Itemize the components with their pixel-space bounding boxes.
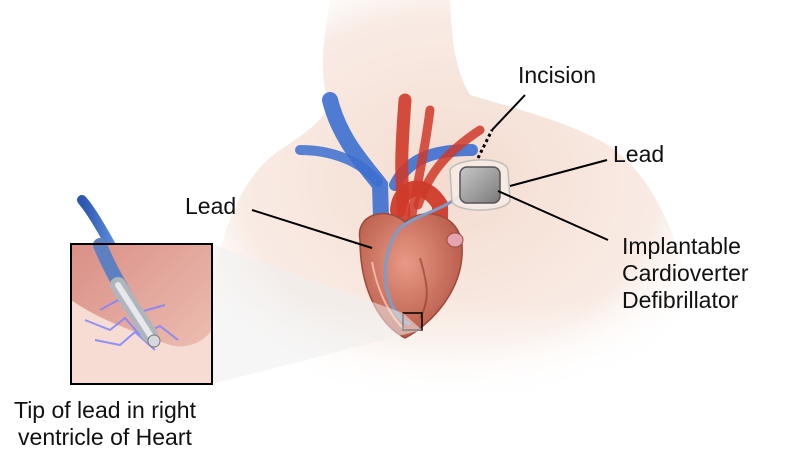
icd-label-line3: Defibrillator bbox=[622, 287, 749, 314]
inset-caption-line2: ventricle of Heart bbox=[14, 424, 196, 451]
lead-label-left: Lead bbox=[185, 193, 236, 220]
inset-lead-tip bbox=[71, 244, 212, 384]
icd-device bbox=[450, 160, 510, 210]
icd-label-line1: Implantable bbox=[622, 233, 749, 260]
inset-caption-line1: Tip of lead in right bbox=[14, 397, 196, 424]
icd-label: Implantable Cardioverter Defibrillator bbox=[622, 233, 749, 314]
incision-label: Incision bbox=[518, 62, 596, 89]
lead-label-right: Lead bbox=[613, 141, 664, 168]
icd-label-line2: Cardioverter bbox=[622, 260, 749, 287]
inset-caption: Tip of lead in right ventricle of Heart bbox=[14, 397, 196, 451]
